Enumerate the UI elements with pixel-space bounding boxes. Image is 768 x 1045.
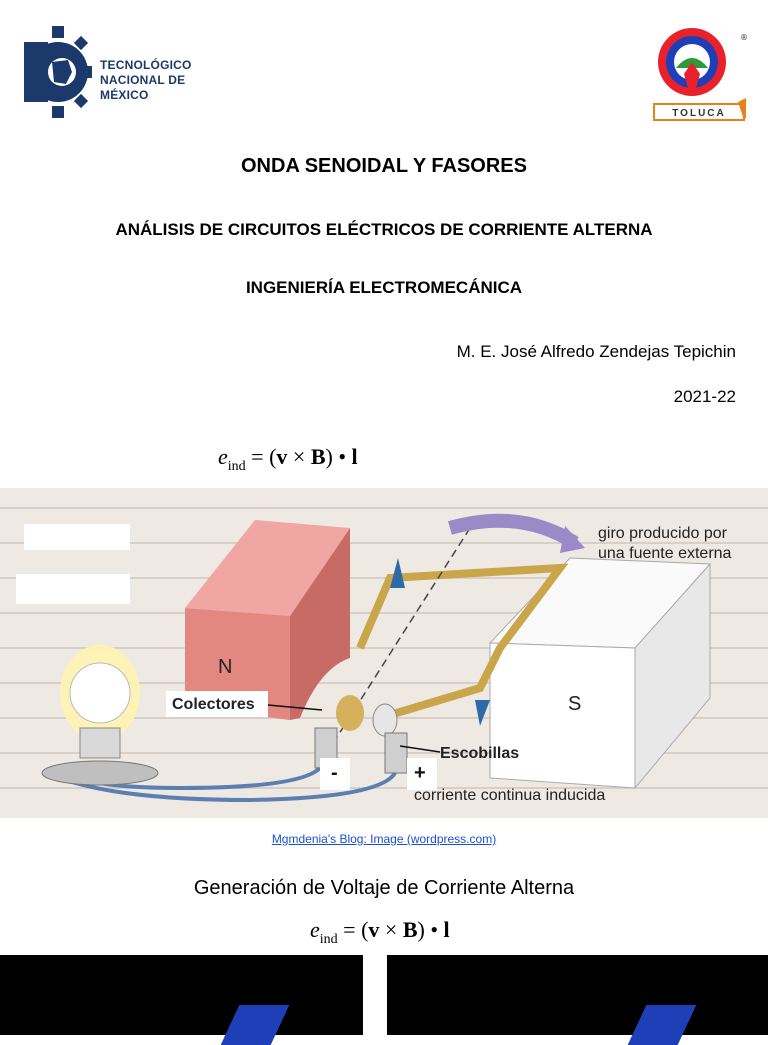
page-title: ONDA SENOIDAL Y FASORES (241, 155, 527, 177)
induced-emf-formula: eind = (v × B) • l (218, 444, 358, 475)
generator-diagram: giro producido por una fuente externa N … (0, 488, 768, 818)
north-pole-label: N (218, 656, 232, 678)
year: 2021-22 (673, 387, 736, 406)
brushes-label: Escobillas (440, 745, 519, 762)
video-thumbnail-icon (627, 1005, 697, 1045)
rotation-label: giro producido por (598, 525, 728, 542)
org-line1: TECNOLÓGICO (100, 58, 192, 72)
positive-terminal-label: + (414, 762, 426, 784)
course-title: ANÁLISIS DE CIRCUITOS ELÉCTRICOS DE CORR… (115, 220, 653, 239)
negative-terminal-label: - (331, 762, 338, 784)
current-label: corriente continua inducida (414, 787, 605, 804)
tecnm-logo: TECNOLÓGICO NACIONAL DE MÉXICO (22, 22, 232, 122)
south-pole-label: S (568, 693, 581, 715)
video-panel-left[interactable] (0, 955, 363, 1045)
section-title: Generación de Voltaje de Corriente Alter… (193, 877, 575, 899)
program-title: INGENIERÍA ELECTROMECÁNICA (245, 278, 523, 297)
campus-label: TOLUCA (672, 108, 725, 119)
video-panel-right[interactable] (387, 955, 768, 1045)
video-thumbnail-icon (220, 1005, 290, 1045)
tecnm-gear-logo-icon (24, 26, 92, 118)
org-line2: NACIONAL DE MÉXICO (100, 73, 186, 102)
rotation-label-line2: una fuente externa (598, 545, 732, 562)
source-link[interactable]: Mgmdenia's Blog: Image (wordpress.com) (271, 832, 497, 846)
svg-text:®: ® (740, 33, 748, 42)
induced-emf-formula-2: eind = (v × B) • l (310, 917, 450, 947)
formula-lhs-sub: ind (227, 459, 246, 474)
toluca-seal: ® TOLUCA (650, 18, 748, 124)
collectors-label: Colectores (172, 696, 255, 713)
formula-rhs: = (v × B) • l (251, 444, 358, 469)
formula-lhs: e (218, 444, 228, 469)
author: M. E. José Alfredo Zendejas Tepichin (456, 342, 736, 361)
toluca-seal-logo-icon: ® TOLUCA (653, 28, 748, 121)
generator-illustration: giro producido por una fuente externa N … (0, 507, 768, 804)
